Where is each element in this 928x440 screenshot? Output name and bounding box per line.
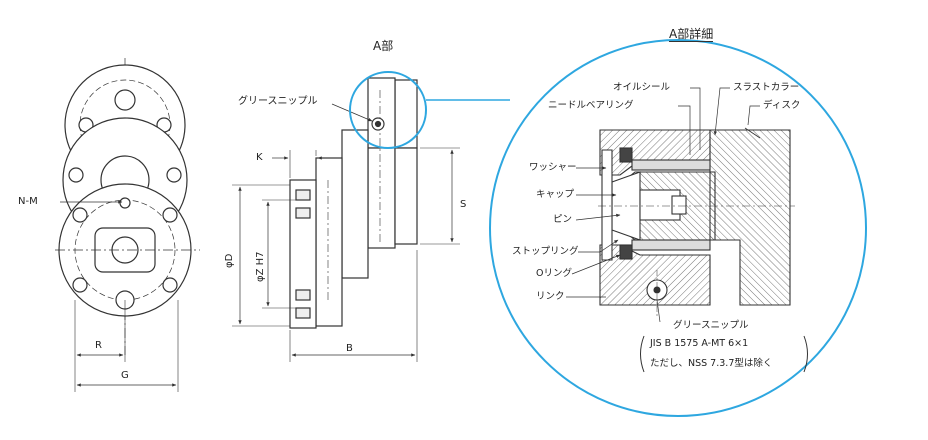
a-part-circle (349, 71, 427, 149)
a-part-label: A部 (373, 39, 394, 53)
detail-title: A部詳細 (669, 27, 714, 42)
cap-label: キャップ (536, 189, 575, 200)
detail-circle (489, 39, 867, 417)
link-label: リンク (536, 291, 565, 302)
detail-callout (349, 39, 867, 417)
washer-label: ワッシャー (529, 162, 577, 173)
note-line1: JIS B 1575 A-MT 6×1 (650, 338, 749, 349)
pin-label: ピン (553, 214, 573, 225)
grease-nipple-label-main: グリースニップル (238, 96, 318, 107)
dim-g-label: G (121, 370, 129, 381)
side-view (232, 77, 460, 362)
grease-nipple-detail-label: グリースニップル (673, 320, 749, 331)
dim-k-label: K (256, 152, 263, 163)
note-paren-right (803, 335, 808, 373)
thrust-collar-label: スラストカラー (733, 82, 800, 93)
o-ring-label: Oリング (536, 268, 572, 279)
note-line2: ただし、NSS 7.3.7型は除く (650, 358, 773, 369)
dim-nm-label: N-M (18, 196, 38, 207)
dim-r-label: R (95, 340, 102, 351)
disk-label: ディスク (763, 100, 801, 111)
note-paren-left (640, 335, 645, 373)
dim-phi-z-label: φZ H7 (255, 251, 266, 282)
dim-s-label: S (460, 199, 467, 210)
needle-bearing-label: ニードルベアリング (548, 100, 634, 111)
detail-leaders (566, 87, 760, 323)
dim-phi-d-label: φD (224, 253, 235, 268)
front-view (55, 58, 200, 392)
dim-b-label: B (346, 343, 353, 354)
detail-section (598, 127, 795, 318)
oil-seal-label: オイルシール (613, 82, 671, 93)
stopping-label: ストップリング (512, 246, 579, 257)
